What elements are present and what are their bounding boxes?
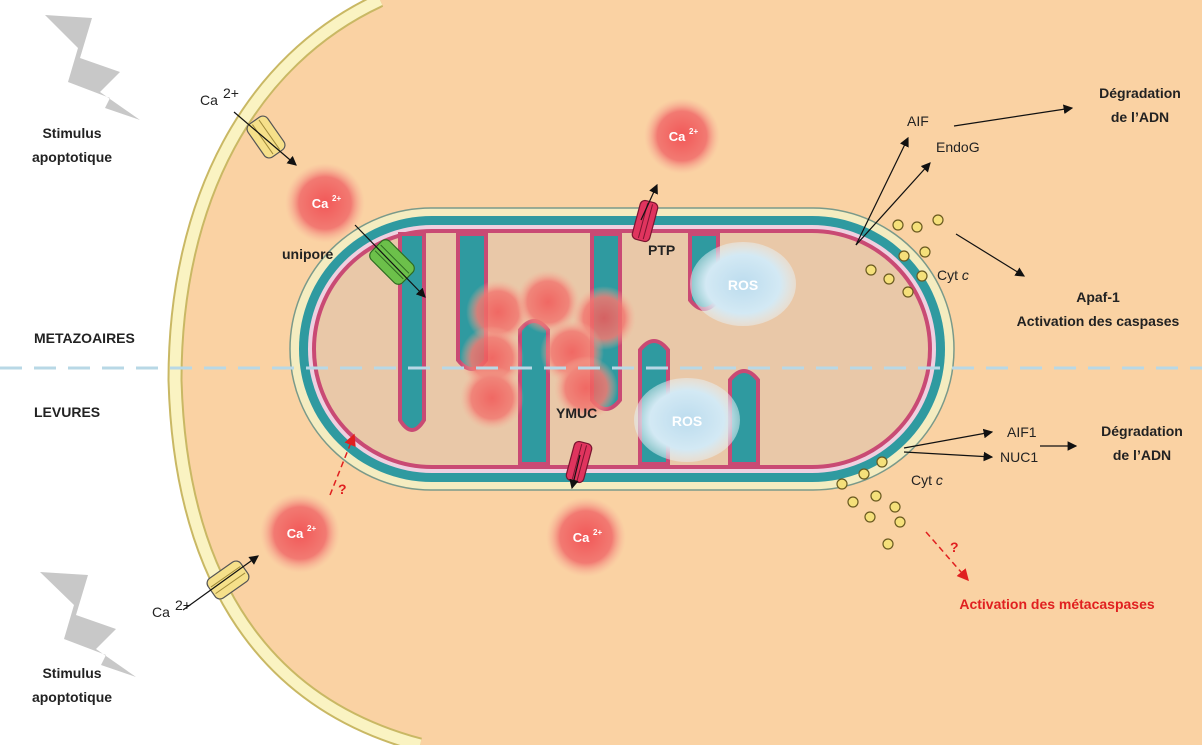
svg-text:2+: 2+ [307, 524, 316, 533]
vesicle-icon [916, 270, 928, 282]
lightning-icon [40, 572, 136, 677]
section-levures: LEVURES [34, 404, 100, 420]
stimulus-bottom-line1: Stimulus [42, 665, 101, 681]
nuc1-label: NUC1 [1000, 449, 1038, 465]
aif-label: AIF [907, 113, 929, 129]
section-metazoaires: METAZOAIRES [34, 330, 135, 346]
ros-label-bottom: ROS [672, 413, 702, 429]
endog-label: EndoG [936, 139, 980, 155]
caspases-activation-label: Activation des caspases [1017, 313, 1180, 329]
ros-bubble-top [690, 242, 796, 326]
metazoa-dna-degradation-line2: de l’ADN [1111, 109, 1169, 125]
vesicle-icon [876, 456, 888, 468]
vesicle-icon [894, 516, 906, 528]
vesicle-icon [892, 219, 904, 231]
vesicle-icon [858, 468, 870, 480]
calcium-cloud-top-center: Ca 2+ [644, 98, 720, 174]
metacaspases-activation-label: Activation des métacaspases [959, 596, 1155, 612]
vesicle-icon [932, 214, 944, 226]
svg-text:Ca: Ca [573, 530, 590, 545]
calcium-cloud-bottom-left: Ca 2+ [260, 493, 340, 573]
vesicle-icon [836, 478, 848, 490]
calcium-ion-bottom-sup: 2+ [175, 597, 191, 613]
metazoa-dna-degradation-line1: Dégradation [1099, 85, 1181, 101]
calcium-cloud-top-left: Ca 2+ [285, 163, 365, 243]
vesicle-icon [883, 273, 895, 285]
svg-text:Ca: Ca [287, 526, 304, 541]
lightning-icon [45, 15, 140, 120]
unipore-label: unipore [282, 246, 334, 262]
vesicle-icon [898, 250, 910, 262]
vesicle-icon [882, 538, 894, 550]
ymuc-channel-icon [565, 440, 593, 484]
vesicle-icon [911, 221, 923, 233]
stimulus-top-line2: apoptotique [32, 149, 112, 165]
vesicle-icon [865, 264, 877, 276]
vesicle-icon [889, 501, 901, 513]
metazoa-cyt-c: Cyt c [937, 267, 969, 283]
ymuc-label: YMUC [556, 405, 597, 421]
ros-label-top: ROS [728, 277, 758, 293]
stimulus-top-line1: Stimulus [42, 125, 101, 141]
aif1-label: AIF1 [1007, 424, 1037, 440]
ros-bubble-bottom [634, 378, 740, 462]
yeast-dna-degradation-line2: de l’ADN [1113, 447, 1171, 463]
svg-text:2+: 2+ [332, 194, 341, 203]
calcium-ion-top: Ca [200, 92, 218, 108]
vesicle-icon [902, 286, 914, 298]
calcium-cloud-bottom-center: Ca 2+ [546, 497, 626, 577]
question-mark-metacaspases: ? [950, 539, 959, 555]
vesicle-icon [847, 496, 859, 508]
ptp-label: PTP [648, 242, 675, 258]
vesicle-icon [864, 511, 876, 523]
yeast-cyt-c: Cyt c [911, 472, 943, 488]
svg-text:2+: 2+ [689, 127, 698, 136]
vesicle-icon [919, 246, 931, 258]
calcium-ion-top-sup: 2+ [223, 85, 239, 101]
svg-text:Ca: Ca [669, 129, 686, 144]
yeast-dna-degradation-line1: Dégradation [1101, 423, 1183, 439]
question-mark-calcium: ? [338, 481, 347, 497]
svg-text:2+: 2+ [593, 528, 602, 537]
stimulus-bottom-line2: apoptotique [32, 689, 112, 705]
svg-text:Ca: Ca [312, 196, 329, 211]
calcium-ion-bottom: Ca [152, 604, 170, 620]
vesicle-icon [870, 490, 882, 502]
apaf-label: Apaf-1 [1076, 289, 1120, 305]
